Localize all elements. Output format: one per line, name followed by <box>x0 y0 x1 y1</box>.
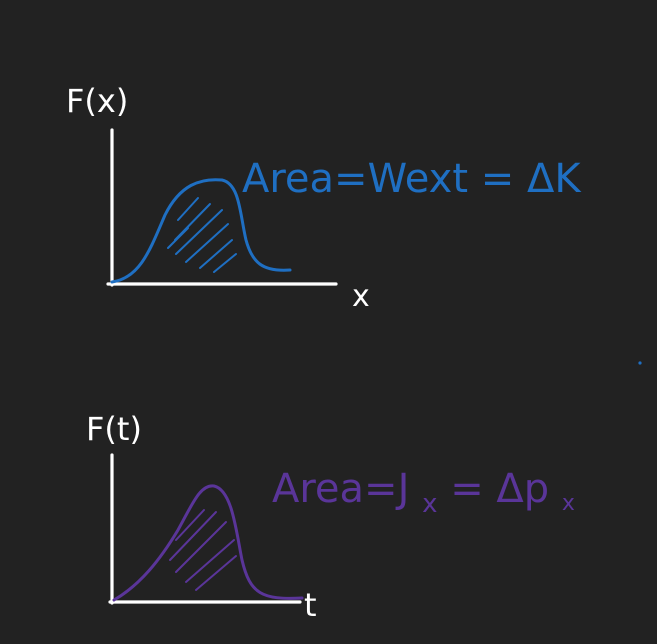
bottom-impulse-curve <box>112 484 304 602</box>
bottom-x-axis-label: t <box>304 586 317 624</box>
stray-ink-dot <box>638 361 642 365</box>
top-y-axis-label: F(x) <box>66 82 128 120</box>
top-area-annotation: Area=Wext = ΔK <box>242 156 582 202</box>
bottom-area-annotation: Area=J x = Δp x <box>272 466 575 522</box>
bottom-y-axis-label: F(t) <box>86 410 142 448</box>
bottom-area-hatching <box>169 509 237 591</box>
bottom-annotation-subscript: x <box>422 489 437 519</box>
top-graph: F(x) x Area=Wext = ΔK <box>66 82 582 314</box>
svg-text:Area=J x = Δp: Area=J x = Δp x <box>272 466 575 522</box>
top-area-hatching <box>167 197 237 273</box>
top-x-axis-label: x <box>352 279 370 314</box>
bottom-graph: F(t) t Area=J x = Δp x <box>86 410 575 624</box>
top-impulse-curve <box>110 178 292 284</box>
bottom-annotation-suffix: = Δp <box>450 466 549 512</box>
bottom-annotation-subscript-2: x <box>562 491 575 516</box>
bottom-annotation-prefix: Area=J <box>272 466 409 512</box>
